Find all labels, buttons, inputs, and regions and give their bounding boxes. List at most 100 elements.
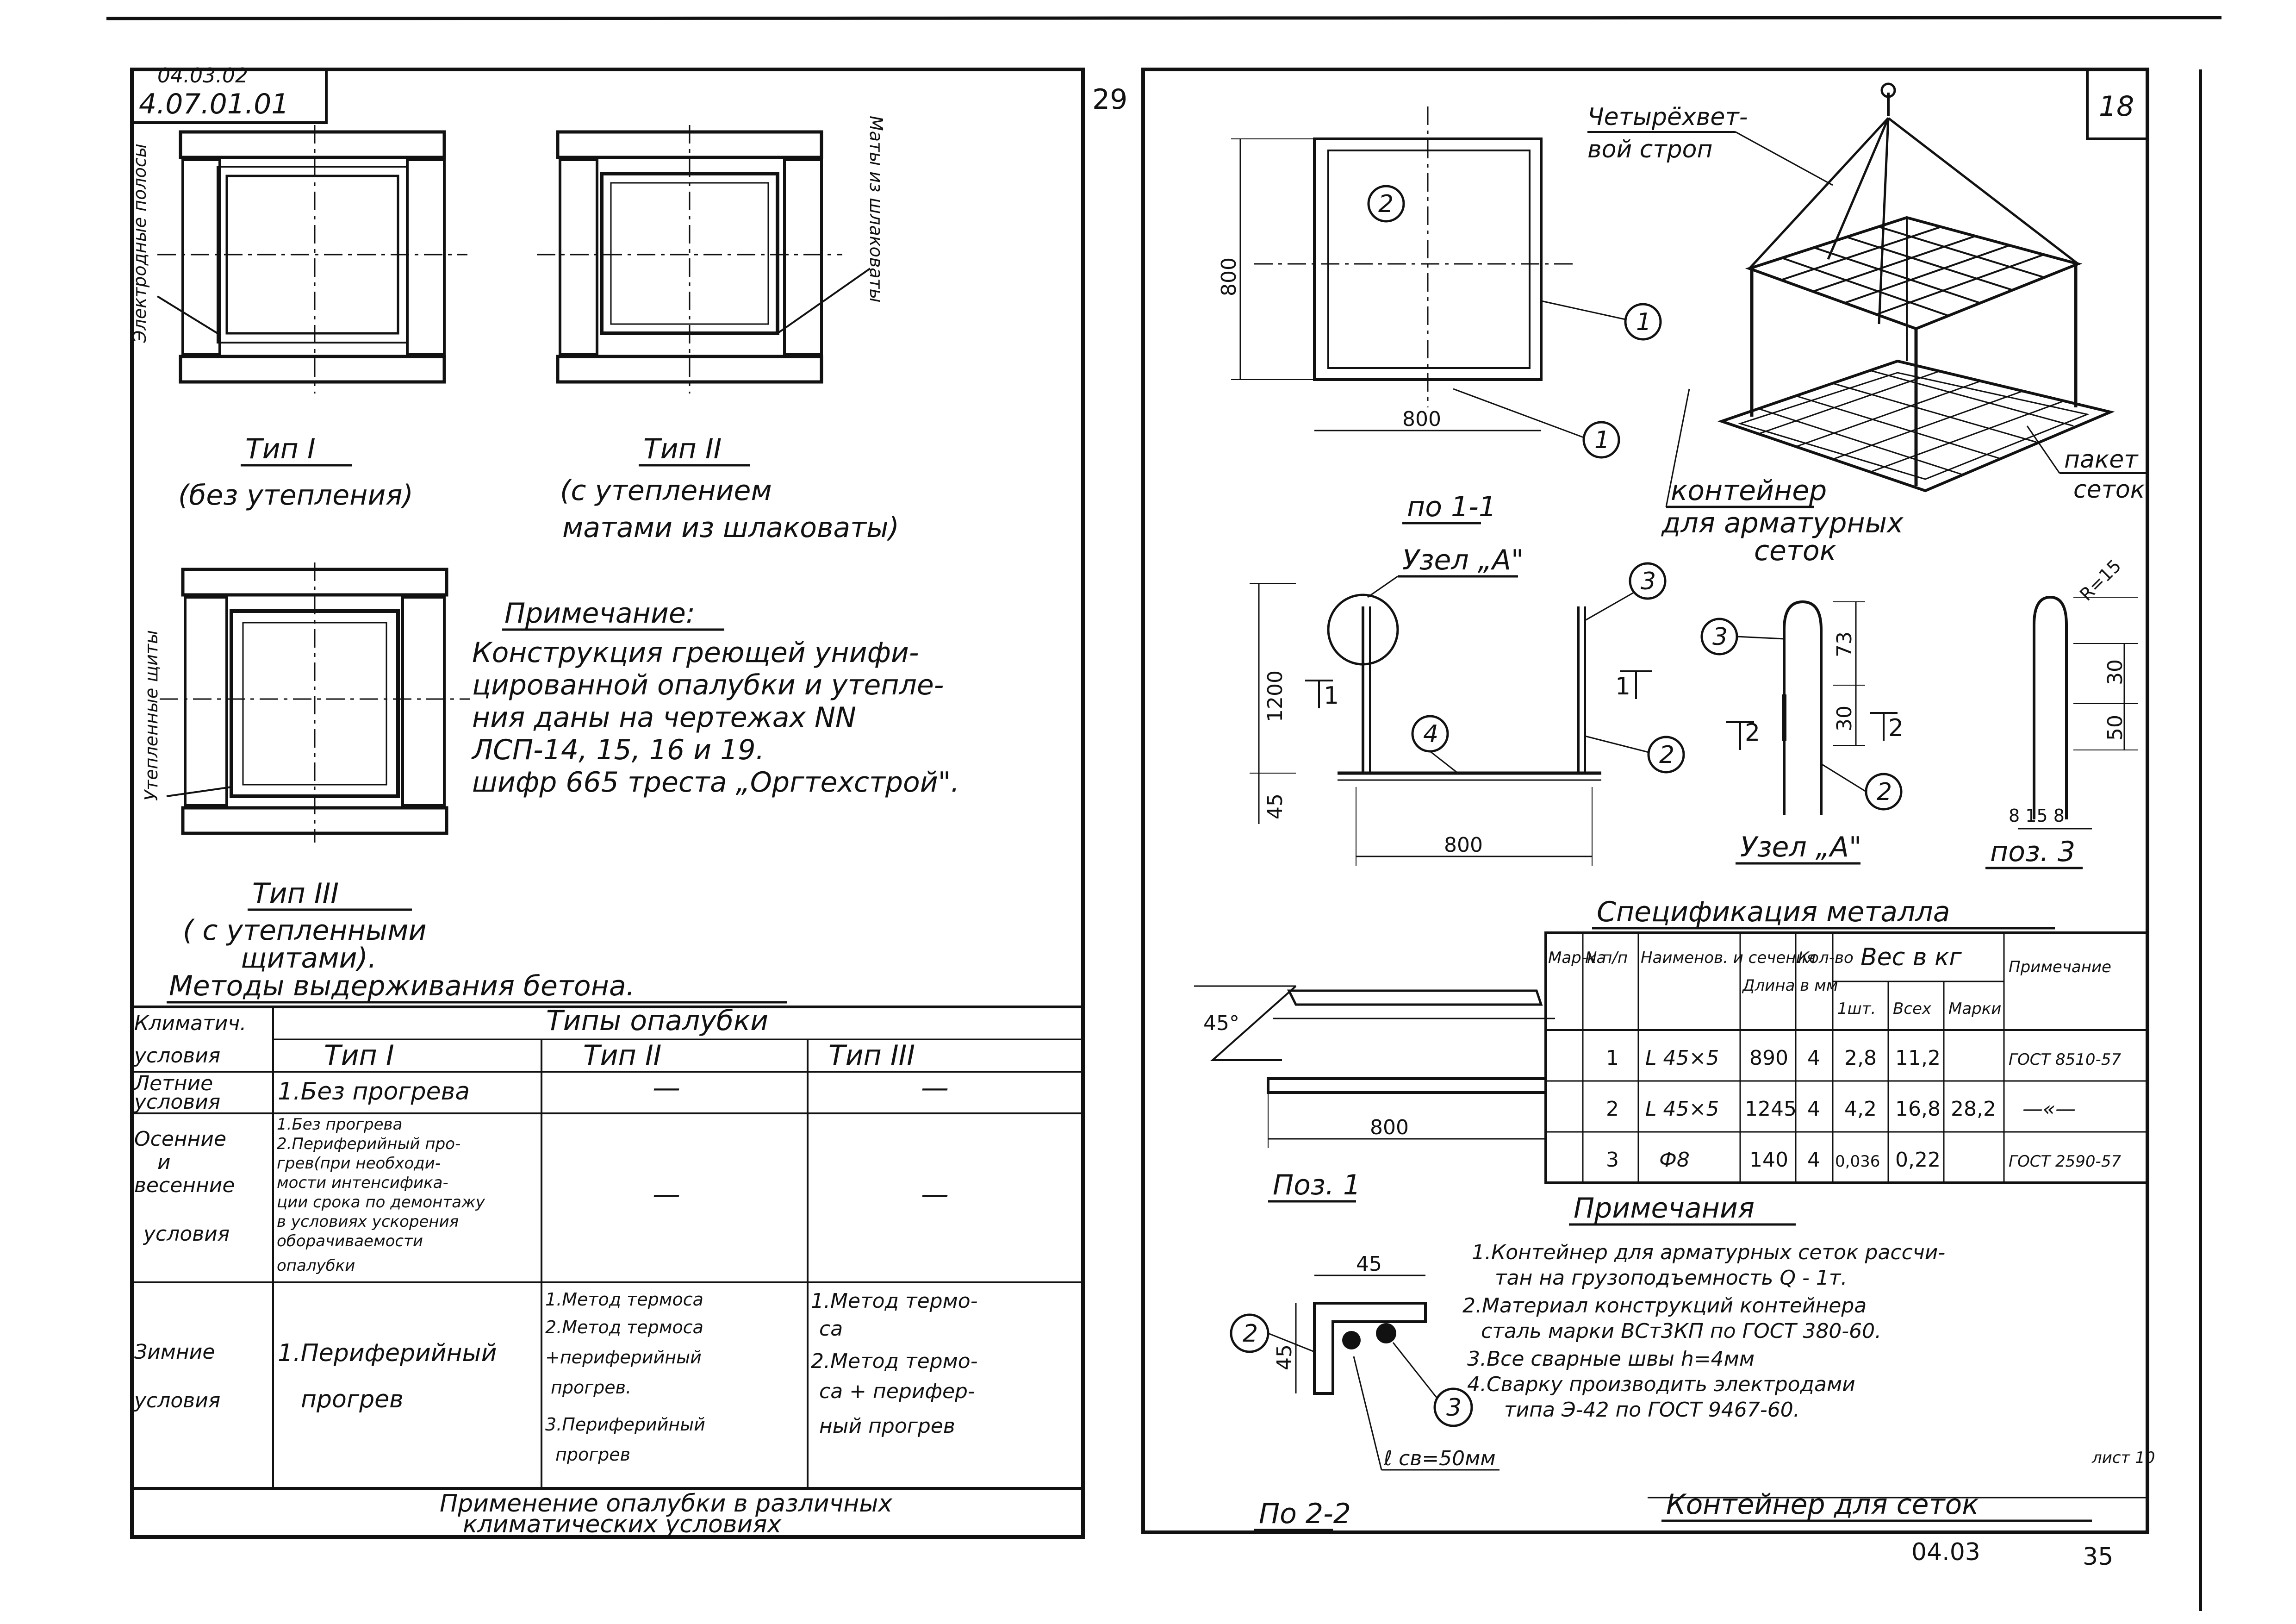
callout-3-section: 3 <box>1446 1394 1462 1422</box>
section-2-2-label: По 2-2 <box>1259 1498 1351 1530</box>
r2-climate-3: весенние <box>134 1174 235 1197</box>
table-title: Методы выдерживания бетона. <box>169 970 635 1002</box>
callout-3-elev: 3 <box>1641 568 1656 595</box>
type-3-caption-2: щитами). <box>241 942 377 974</box>
section-mark-1-right: 1 <box>1615 673 1630 700</box>
callout-2-node: 2 <box>1877 778 1892 806</box>
r2-type-1-l5: ции срока по демонтажу <box>277 1193 485 1212</box>
label-electrodes: Электродные полосы <box>130 144 150 343</box>
spec-r2-qty: 4 <box>1807 1097 1820 1121</box>
r3-type-2-l1: 1.Метод термоса <box>545 1289 703 1310</box>
r2-type-1-l2: 2.Периферийный про- <box>277 1135 460 1153</box>
r-note-line-5: 3.Все сварные швы h=4мм <box>1467 1347 1755 1371</box>
spec-r1-wall: 11,2 <box>1895 1046 1941 1070</box>
r2-type-1-l7: оборачиваемости <box>277 1232 423 1250</box>
r-note-line-6: 4.Сварку производить электродами <box>1467 1373 1855 1396</box>
r2-type-2: — <box>653 1178 680 1211</box>
note-heading: Примечание: <box>504 597 695 630</box>
spec-r1-len: 890 <box>1749 1046 1788 1070</box>
elevation-view: Узел „А" 1200 45 800 1 1 <box>1250 544 1685 866</box>
angle-45: 45° <box>1203 1012 1239 1035</box>
r3-type-3-l2: са <box>819 1317 843 1341</box>
label-container-2: для арматурных <box>1661 507 1904 539</box>
spec-h-wmark: Марки <box>1948 999 2001 1018</box>
r1-climate-2: условия <box>133 1090 220 1114</box>
spec-r2-len: 1245 <box>1745 1097 1797 1121</box>
sheet-number: 18 <box>2099 90 2134 123</box>
r3-type-1-l1: 1.Периферийный <box>278 1339 497 1367</box>
spec-r2-wm: 28,2 <box>1951 1097 1996 1121</box>
spec-r3-w1: 0,036 <box>1835 1152 1880 1171</box>
spec-r2-n: 2 <box>1606 1097 1619 1121</box>
r3-type-1-l2: прогрев <box>301 1386 404 1413</box>
isometric-container: Четырёхвет- вой строп контейнер для арма… <box>1587 82 2147 567</box>
callout-1-plan-b: 1 <box>1594 426 1610 454</box>
r3-type-3-l5: ный прогрев <box>819 1414 955 1438</box>
r-note-line-4: сталь марки ВСт3КП по ГОСТ 380-60. <box>1481 1319 1881 1343</box>
dim-45-top: 45 <box>1356 1252 1382 1276</box>
table-footer-1: Применение опалубки в различных <box>440 1490 893 1518</box>
r3-type-2-l2: 2.Метод термоса <box>545 1317 703 1337</box>
r3-climate-2: условия <box>133 1389 220 1412</box>
dim-800-pos1: 800 <box>1370 1116 1409 1139</box>
page-number: 29 <box>1092 83 1127 116</box>
formwork-type-2: Маты из шлаковаты Тип II (с утеплением м… <box>537 116 899 544</box>
spec-r2-name: L 45×5 <box>1645 1097 1719 1121</box>
weld-length: ℓ св=50мм <box>1383 1447 1496 1470</box>
spec-r1-note: ГОСТ 8510-57 <box>2009 1050 2121 1069</box>
spec-r3-qty: 4 <box>1807 1148 1820 1172</box>
list-mark: лист 10 <box>2091 1449 2155 1467</box>
th-climate-1: Климатич. <box>134 1012 246 1035</box>
r-note-line-7: типа Э-42 по ГОСТ 9467-60. <box>1504 1398 1800 1422</box>
th-type-2: Тип II <box>583 1039 661 1072</box>
r-note-line-1: 1.Контейнер для арматурных сеток рассчи- <box>1472 1241 1945 1264</box>
type-2-caption-1: (с утеплением <box>560 475 772 507</box>
left-note: Примечание: Конструкция греющей унифи- ц… <box>471 597 959 799</box>
callout-2-plan: 2 <box>1378 190 1394 218</box>
note-line-1: Конструкция греющей унифи- <box>472 637 919 669</box>
node-a-detail: 73 30 3 2 2 2 Узел „А" <box>1700 600 1904 865</box>
r2-type-1-l6: в условиях ускорения <box>277 1212 459 1231</box>
right-sheet: 18 800 800 по 1-1 2 1 1 <box>1141 68 2155 1571</box>
spec-r3-wall: 0,22 <box>1895 1148 1941 1172</box>
table-footer-2: климатических условиях <box>463 1511 782 1538</box>
r3-type-2-l3: +периферийный <box>545 1347 702 1368</box>
label-container-3: сеток <box>1754 535 1836 567</box>
type-3-title: Тип III <box>252 877 339 910</box>
spec-h-length: Длина в мм <box>1742 976 1838 995</box>
label-packet-1: пакет <box>2064 446 2139 474</box>
spec-r2-wall: 16,8 <box>1895 1097 1941 1121</box>
spec-r2-note: —«— <box>2022 1097 2076 1121</box>
type-1-caption: (без утепления) <box>178 479 413 512</box>
r3-climate-1: Зимние <box>134 1340 215 1364</box>
dim-8-15-8: 8 15 8 <box>2009 806 2065 826</box>
dim-73: 73 <box>1833 631 1856 657</box>
r2-type-1-l1: 1.Без прогрева <box>277 1115 402 1134</box>
r1-type-2: — <box>653 1072 680 1104</box>
r2-type-1-l3: грев(при необходи- <box>277 1154 441 1173</box>
left-sheet: 04.03.02 4.07.01.01 Электродные полосы Т… <box>130 64 1085 1539</box>
r3-type-3-l1: 1.Метод термо- <box>811 1289 978 1313</box>
section-1-1-label: по 1-1 <box>1407 491 1496 523</box>
r3-type-2-l4: прогрев. <box>551 1377 631 1398</box>
spec-h-num: N п/п <box>1585 949 1628 967</box>
stamp-line-2: 4.07.01.01 <box>139 88 289 120</box>
dim-50-pos3: 50 <box>2103 715 2127 741</box>
pos-3-label: поз. 3 <box>1990 836 2075 868</box>
drawing-title: Контейнер для сеток <box>1666 1488 1979 1521</box>
section-mark-2-left: 2 <box>1745 719 1760 747</box>
spec-r3-note: ГОСТ 2590-57 <box>2009 1152 2121 1171</box>
spec-h-w1: 1шт. <box>1837 999 1876 1018</box>
bottom-code: 04.03 <box>1911 1538 1980 1566</box>
dim-800-horizontal: 800 <box>1402 407 1441 431</box>
section-mark-2-right: 2 <box>1888 714 1904 742</box>
spec-h-weight: Вес в кг <box>1860 943 1962 971</box>
label-sling-1: Четырёхвет- <box>1587 103 1748 131</box>
th-type-1: Тип I <box>324 1039 394 1072</box>
section-mark-1-left: 1 <box>1324 682 1339 710</box>
callout-2-elev: 2 <box>1659 741 1674 769</box>
pos-1-label: Поз. 1 <box>1273 1169 1361 1201</box>
r3-type-3-l3: 2.Метод термо- <box>811 1349 978 1373</box>
spec-title: Спецификация металла <box>1597 896 1950 928</box>
